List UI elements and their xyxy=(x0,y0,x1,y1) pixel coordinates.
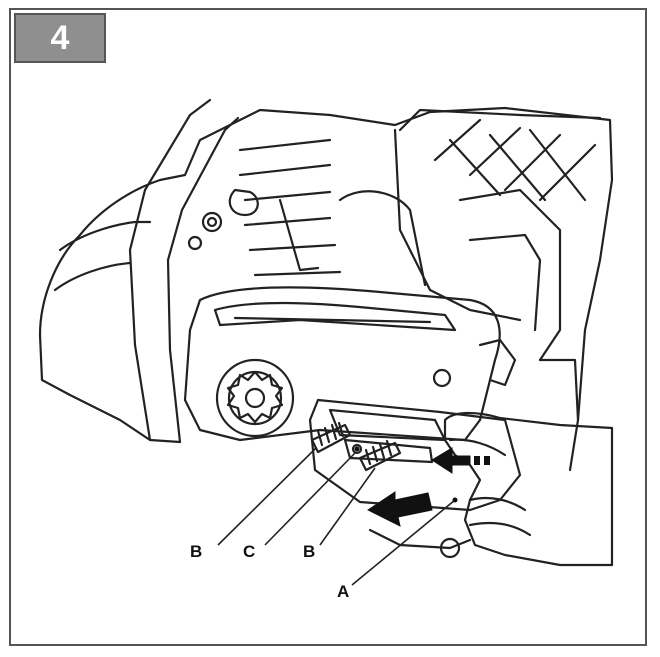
hand-icon xyxy=(443,411,614,567)
handle-bolt xyxy=(201,211,223,233)
guide-plate xyxy=(308,398,522,512)
callout-a: A xyxy=(337,582,349,601)
leader-b-left xyxy=(217,447,317,546)
callout-b-left: B xyxy=(190,542,202,561)
cylinder-fins xyxy=(238,138,342,277)
front-handle xyxy=(128,98,212,442)
stud-bolt-icon xyxy=(310,421,402,472)
engine-housing-outline xyxy=(38,106,614,472)
step-number-badge: 4 xyxy=(14,13,106,63)
sprocket-icon xyxy=(215,358,295,438)
push-arrow-icon xyxy=(367,491,433,527)
rear-handle xyxy=(458,188,562,362)
sprocket-cover xyxy=(183,286,501,442)
callout-b-right: B xyxy=(303,542,315,561)
bar-slot xyxy=(343,438,434,464)
leader-b-right xyxy=(319,467,376,546)
callout-c: C xyxy=(243,542,255,561)
leader-c xyxy=(264,451,357,546)
leader-a xyxy=(351,499,456,586)
slide-arrow-icon xyxy=(431,447,490,474)
